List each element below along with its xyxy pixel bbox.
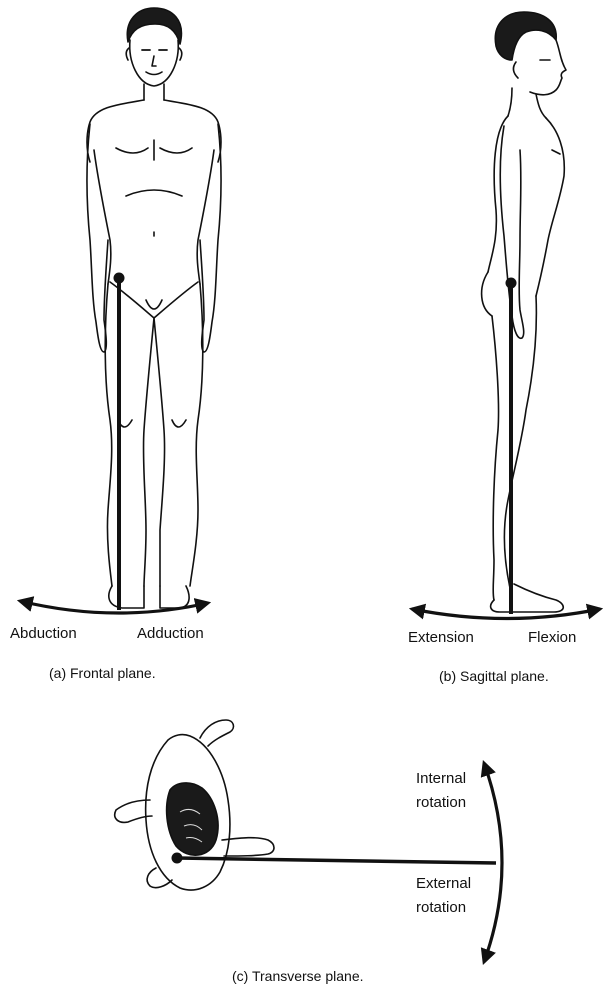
- extension-label: Extension: [408, 629, 474, 647]
- frontal-left-arm: [87, 124, 108, 352]
- abduction-label: Abduction: [10, 625, 77, 643]
- internal-rotation-label-line2: rotation: [416, 794, 466, 812]
- sagittal-head: [530, 40, 566, 95]
- internal-rotation-label-line1: Internal: [416, 770, 466, 788]
- sagittal-arc-arrow: [412, 609, 600, 619]
- frontal-arc-arrow: [20, 601, 208, 613]
- frontal-hair: [127, 8, 181, 44]
- frontal-right-arm: [200, 124, 221, 352]
- sagittal-feet: [491, 584, 564, 612]
- frontal-head: [130, 40, 179, 86]
- sagittal-caption: (b) Sagittal plane.: [439, 667, 549, 685]
- sagittal-hair: [495, 12, 556, 60]
- adduction-label: Adduction: [137, 625, 204, 643]
- flexion-label: Flexion: [528, 629, 576, 647]
- frontal-caption: (a) Frontal plane.: [49, 664, 156, 682]
- external-rotation-label-line1: External: [416, 875, 471, 893]
- sagittal-body-figure: [482, 12, 566, 612]
- transverse-caption: (c) Transverse plane.: [232, 967, 364, 985]
- frontal-body-figure: [87, 8, 221, 608]
- sagittal-torso: [488, 116, 564, 296]
- external-rotation-label-line2: rotation: [416, 899, 466, 917]
- sagittal-legs: [492, 296, 536, 600]
- transverse-head: [167, 783, 218, 855]
